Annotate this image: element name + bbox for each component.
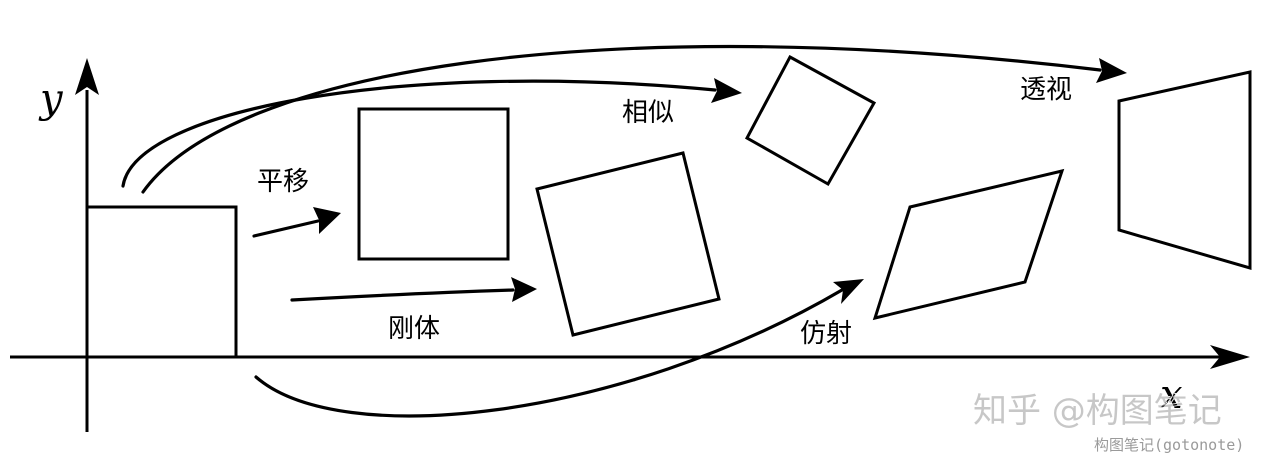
x-axis-label: x [1160,372,1183,418]
perspective-arrow [141,44,1102,194]
rigid-square [535,151,721,337]
translation-arrowhead [313,207,341,234]
rigid-label: 刚体 [388,314,440,344]
translated-square [357,107,510,261]
original-square [85,205,238,359]
y-axis-arrowhead [75,58,99,95]
similarity-arrowhead [711,78,742,103]
watermark: 知乎 @构图笔记 构图笔记(gotonote) [973,391,1245,455]
rigid-arrow [290,288,515,302]
perspective-trapezoid [1117,70,1252,270]
translation-label: 平移 [257,167,309,197]
watermark-main: 知乎 @构图笔记 [973,391,1222,431]
transform-arrows [121,44,1127,418]
affine-arrowhead [833,279,864,304]
similar-square [744,54,877,187]
x-axis-arrowhead [1210,345,1250,369]
affine-parallelogram [872,168,1065,321]
perspective-label: 透视 [1020,75,1072,105]
translation-arrow [252,219,320,238]
affine-arrow [254,288,844,418]
perspective-arrowhead [1096,58,1127,83]
transform-labels: 平移 刚体 相似 仿射 透视 [257,75,1072,349]
rigid-arrowhead [511,277,537,302]
watermark-sub: 构图笔记(gotonote) [1094,436,1244,454]
y-axis-label: y [38,76,64,122]
affine-label: 仿射 [800,319,852,349]
similarity-label: 相似 [622,98,674,128]
